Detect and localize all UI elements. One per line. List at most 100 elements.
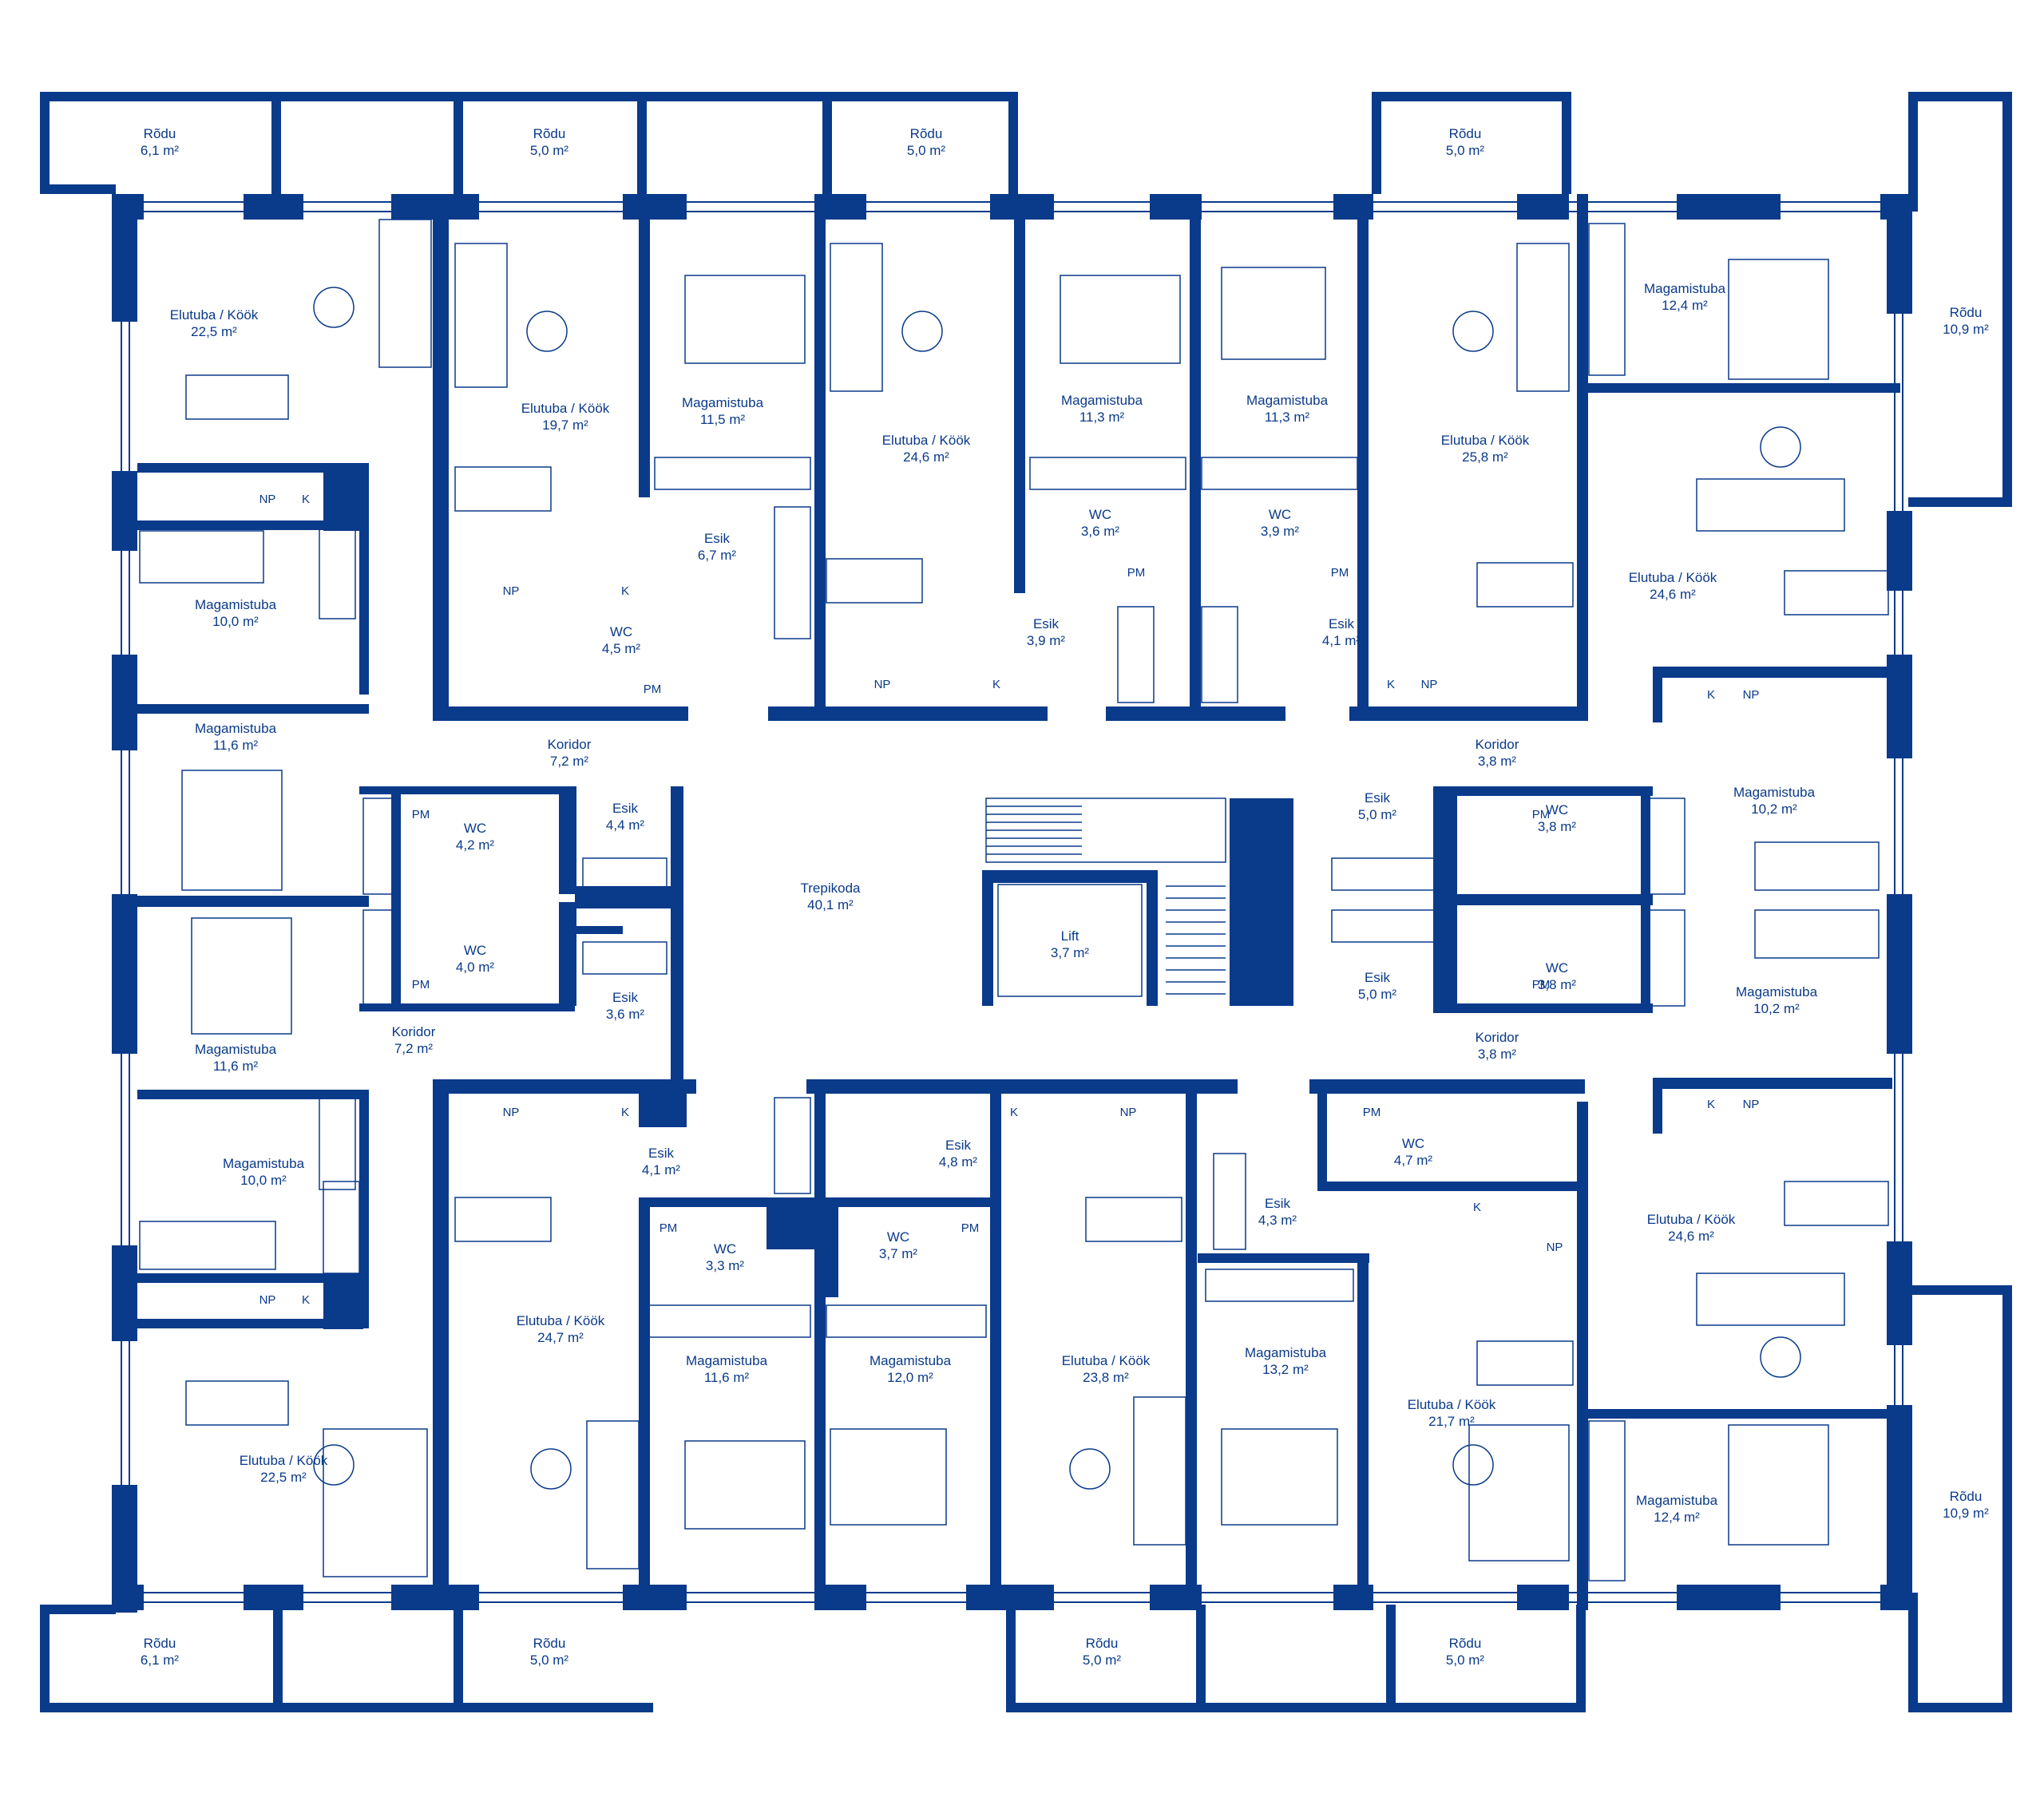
room-name: WC [464,943,486,958]
room-area: 4,1 m² [642,1162,681,1178]
room-area: 5,0 m² [1446,143,1485,158]
room-name: Rõdu [1950,1489,1983,1504]
room-area: 40,1 m² [807,897,854,912]
room-name: WC [464,821,486,836]
room-area: 10,9 m² [1943,1506,1989,1521]
balconies [40,92,2012,1712]
room-label: Rõdu 6,1 m² [141,1636,180,1668]
fixture-label-np: NP [1120,1106,1137,1119]
round-tables [313,287,1801,1490]
room-name: WC [714,1241,736,1257]
room-name: Magamistuba [686,1353,768,1368]
room-area: 3,6 m² [606,1007,645,1022]
room-name: Esik [1329,616,1355,631]
room-name: Elutuba / Köök [1408,1397,1496,1412]
room-label: Esik 3,6 m² [606,990,645,1022]
room-name: Esik [612,990,639,1005]
room-name: WC [1546,960,1568,976]
room-area: 24,6 m² [1650,587,1696,602]
room-area: 3,9 m² [1027,633,1066,648]
room-area: 10,0 m² [240,1173,287,1188]
room-name: Rõdu [144,1636,176,1651]
room-name: WC [1089,507,1111,522]
fixture-label-np: NP [1421,678,1438,691]
fixture-label-pm: PM [660,1221,678,1235]
room-name: Magamistuba [195,597,277,612]
room-area: 24,7 m² [537,1330,584,1345]
tables [185,374,1889,1426]
room-name: Magamistuba [1061,393,1143,408]
room-name: Elutuba / Köök [1647,1212,1736,1227]
fixture-label-np: NP [1743,688,1760,702]
room-area: 5,0 m² [1358,807,1397,822]
room-label: WC3,8 m² [1538,960,1577,992]
fixture-label-pm: PM [1331,566,1349,580]
room-area: 4,3 m² [1258,1213,1297,1228]
room-area: 11,3 m² [1079,410,1125,425]
room-name: Rõdu [144,126,176,141]
fixture-label-pm: PM [1532,978,1551,992]
room-area: 10,2 m² [1753,1001,1800,1016]
room-area: 5,0 m² [530,1653,569,1668]
room-area: 6,1 m² [141,1653,180,1668]
room-label: WC3,8 m² [1538,802,1577,834]
room-name: Elutuba / Köök [521,401,610,416]
room-name: Magamistuba [1644,281,1726,296]
room-name: Esik [1365,970,1391,985]
room-label: WC4,5 m² [602,624,641,656]
room-name: Magamistuba [869,1353,952,1368]
fixture-label-np: NP [259,1293,276,1307]
fixture-label-pm: PM [961,1221,980,1235]
beds [139,259,1880,1546]
room-name: WC [887,1229,909,1245]
room-name: WC [1402,1136,1424,1151]
room-label: Magamistuba 12,0 m² [869,1353,952,1385]
room-area: 22,5 m² [260,1470,307,1485]
room-area: 11,3 m² [1265,410,1310,425]
room-name: Elutuba / Köök [170,307,259,323]
room-area: 3,8 m² [1538,819,1577,834]
wardrobes [319,223,1686,1581]
room-name: Magamistuba [1245,1345,1327,1360]
room-area: 12,0 m² [887,1370,933,1385]
room-name: Rõdu [1086,1636,1119,1651]
sofas [323,219,1845,1577]
fixture-label-k: K [992,678,1000,691]
room-area: 5,0 m² [530,143,569,158]
room-area: 3,7 m² [1051,945,1090,960]
room-label: Esik 4,3 m² [1258,1196,1297,1228]
room-label: Elutuba / Köök 22,5 m² [240,1453,328,1485]
room-area: 22,5 m² [191,324,237,339]
room-name: Koridor [392,1024,436,1039]
fixture-label-np: NP [259,493,276,506]
room-name: Esik [1265,1196,1291,1211]
room-area: 13,2 m² [1262,1362,1309,1377]
room-label: Magamistuba 11,3 m² [1061,393,1143,425]
room-area: 19,7 m² [542,418,588,433]
room-area: 3,9 m² [1261,524,1300,539]
room-name: Elutuba / Köök [240,1453,328,1468]
room-name: Magamistuba [682,395,764,410]
room-name: Esik [648,1146,675,1161]
room-area: 6,7 m² [698,548,737,563]
room-label: WC4,7 m² [1394,1136,1433,1168]
fixture-label-np: NP [1547,1241,1563,1254]
